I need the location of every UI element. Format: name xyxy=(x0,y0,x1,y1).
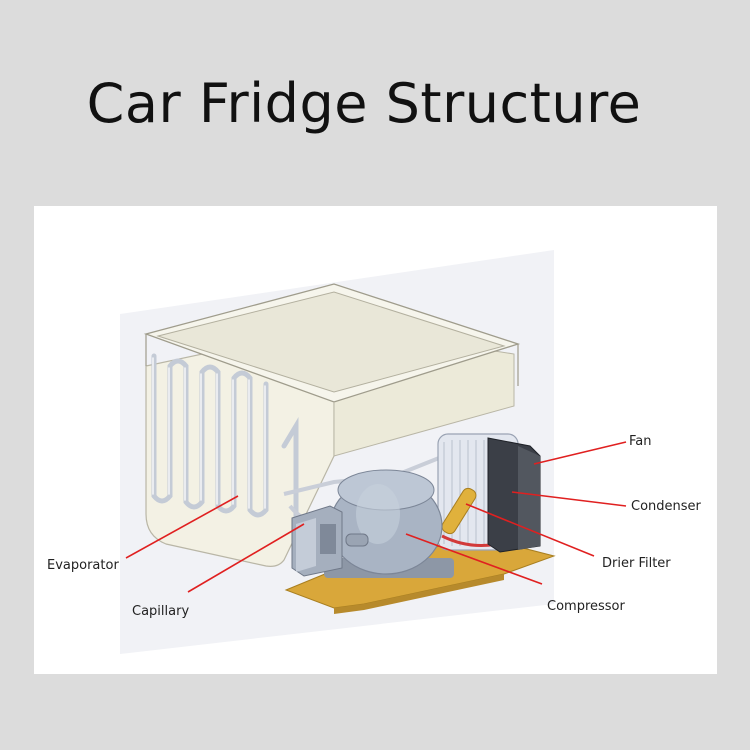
label-drier-filter: Drier Filter xyxy=(602,556,671,571)
label-capillary: Capillary xyxy=(132,604,190,619)
condenser-leader xyxy=(511,491,627,507)
capillary-leader xyxy=(187,523,305,593)
drier-filter-leader xyxy=(465,503,595,557)
fridge-liner xyxy=(143,283,521,567)
capillary-relay xyxy=(291,505,343,577)
fridge-structure-diagram xyxy=(120,250,627,654)
leader-lines xyxy=(125,441,627,593)
evaporator-tubes xyxy=(151,353,299,549)
compressor xyxy=(324,469,454,578)
fan-leader xyxy=(533,441,627,465)
label-evaporator: Evaporator xyxy=(47,558,119,573)
label-fan: Fan xyxy=(629,434,652,449)
evaporator-leader xyxy=(125,495,239,559)
label-condenser: Condenser xyxy=(631,499,701,514)
compressor-leader xyxy=(405,533,543,585)
label-compressor: Compressor xyxy=(547,599,625,614)
diagram-panel: Fan Condenser Drier Filter Compressor Ev… xyxy=(34,206,717,674)
evaporator-highlight xyxy=(152,357,266,509)
drier-filter xyxy=(441,487,477,535)
fan xyxy=(487,437,541,553)
page-title: Car Fridge Structure xyxy=(86,72,642,135)
